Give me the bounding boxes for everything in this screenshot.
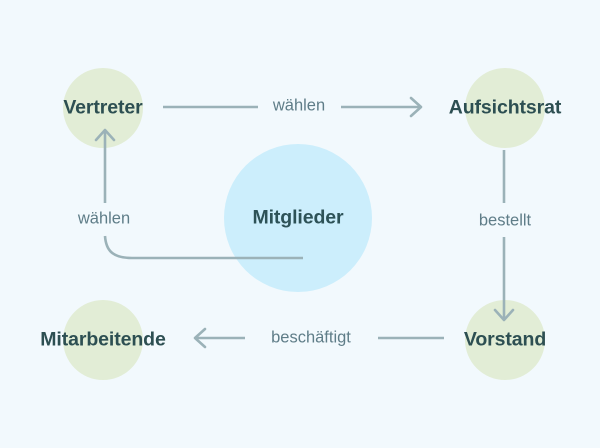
node-label-aufsichtsrat[interactable]: Aufsichtsrat xyxy=(448,96,562,119)
node-circle-mitglieder[interactable] xyxy=(224,144,372,292)
edge-arrowhead-vertreter xyxy=(94,128,116,142)
edge-label-bestellt: bestellt xyxy=(478,211,532,230)
node-label-mitglieder[interactable]: Mitglieder xyxy=(252,206,344,229)
node-circle-vertreter[interactable] xyxy=(63,68,143,148)
edge-path-mitglieder-vertreter-curve xyxy=(103,235,303,260)
node-circle-mitarbeitende[interactable] xyxy=(63,300,143,380)
edge-arrowhead-vorstand xyxy=(493,308,515,322)
edge-label-beschaeftigt: beschäftigt xyxy=(271,328,351,347)
node-label-vorstand[interactable]: Vorstand xyxy=(463,328,547,351)
node-label-vertreter[interactable]: Vertreter xyxy=(63,96,143,119)
node-label-mitarbeitende[interactable]: Mitarbeitende xyxy=(40,328,166,351)
edge-arrowhead-aufsichtsrat xyxy=(409,96,423,118)
node-circle-aufsichtsrat[interactable] xyxy=(465,68,545,148)
node-circle-vorstand[interactable] xyxy=(465,300,545,380)
edge-arrowhead-mitarbeitende xyxy=(193,327,207,349)
edge-label-waehlen-top: wählen xyxy=(272,96,326,115)
edge-label-waehlen-left: wählen xyxy=(77,209,131,228)
